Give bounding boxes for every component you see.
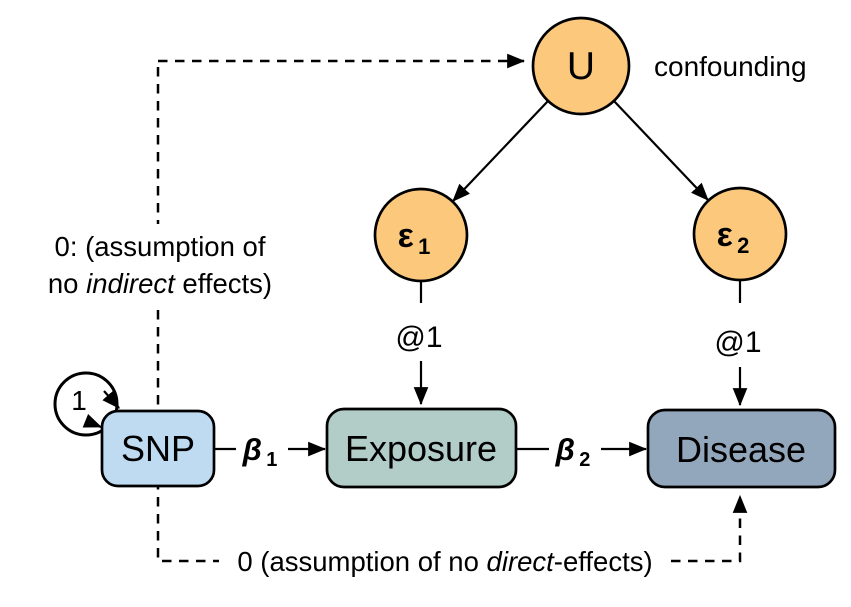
edge-u-to-eps2 [613, 100, 709, 201]
indirect-constraint-vertical-lower [156, 310, 219, 563]
node-u-label: U [567, 45, 595, 88]
snp-variance-label: 1 [71, 385, 87, 416]
node-exposure [325, 407, 518, 489]
node-snp-label: SNP [121, 428, 195, 469]
confounding-label: confounding [654, 51, 807, 82]
loop-arrowhead-left [82, 413, 103, 429]
node-eps1 [373, 187, 469, 283]
beta2-sub: 2 [579, 449, 590, 471]
node-eps2-label: ε 2 [717, 216, 750, 258]
indirect-annotation-pre: no [48, 268, 86, 299]
node-eps1-label: ε 1 [398, 217, 431, 259]
indirect-annotation-post: effects) [175, 268, 272, 299]
direct-annotation-post: -effects) [554, 546, 653, 577]
indirect-annotation-line2: no indirect effects) [48, 268, 272, 299]
beta2-label: β 2 [555, 432, 591, 471]
node-disease [646, 408, 837, 489]
direct-constraint-path [671, 494, 748, 563]
node-u [531, 16, 631, 116]
direct-annotation-pre: 0 (assumption of no [237, 546, 486, 577]
node-disease-label: Disease [676, 429, 806, 470]
beta1-sub: 1 [266, 449, 277, 471]
loop-arrowhead-top [102, 390, 120, 409]
eps2-loading-label: @1 [714, 326, 761, 359]
eps1-sub: 1 [418, 234, 430, 259]
indirect-annotation-italic: indirect [86, 268, 176, 299]
beta2-base: β [555, 432, 575, 467]
constraint-paths [156, 53, 748, 563]
eps1-base: ε [398, 217, 414, 255]
node-snp [100, 409, 216, 488]
beta1-base: β [242, 432, 262, 467]
direct-annotation: 0 (assumption of no direct-effects) [237, 546, 652, 577]
beta1-label: β 1 [242, 432, 278, 471]
eps2-base: ε [717, 216, 733, 254]
solid-edges [214, 100, 748, 457]
eps1-loading-label: @1 [395, 321, 442, 354]
edge-u-to-eps1 [452, 100, 549, 202]
eps2-sub: 2 [737, 233, 749, 258]
indirect-annotation-line1: 0: (assumption of [55, 231, 266, 262]
node-exposure-label: Exposure [345, 428, 497, 469]
node-eps2 [692, 186, 788, 282]
direct-annotation-italic: direct [487, 546, 556, 577]
